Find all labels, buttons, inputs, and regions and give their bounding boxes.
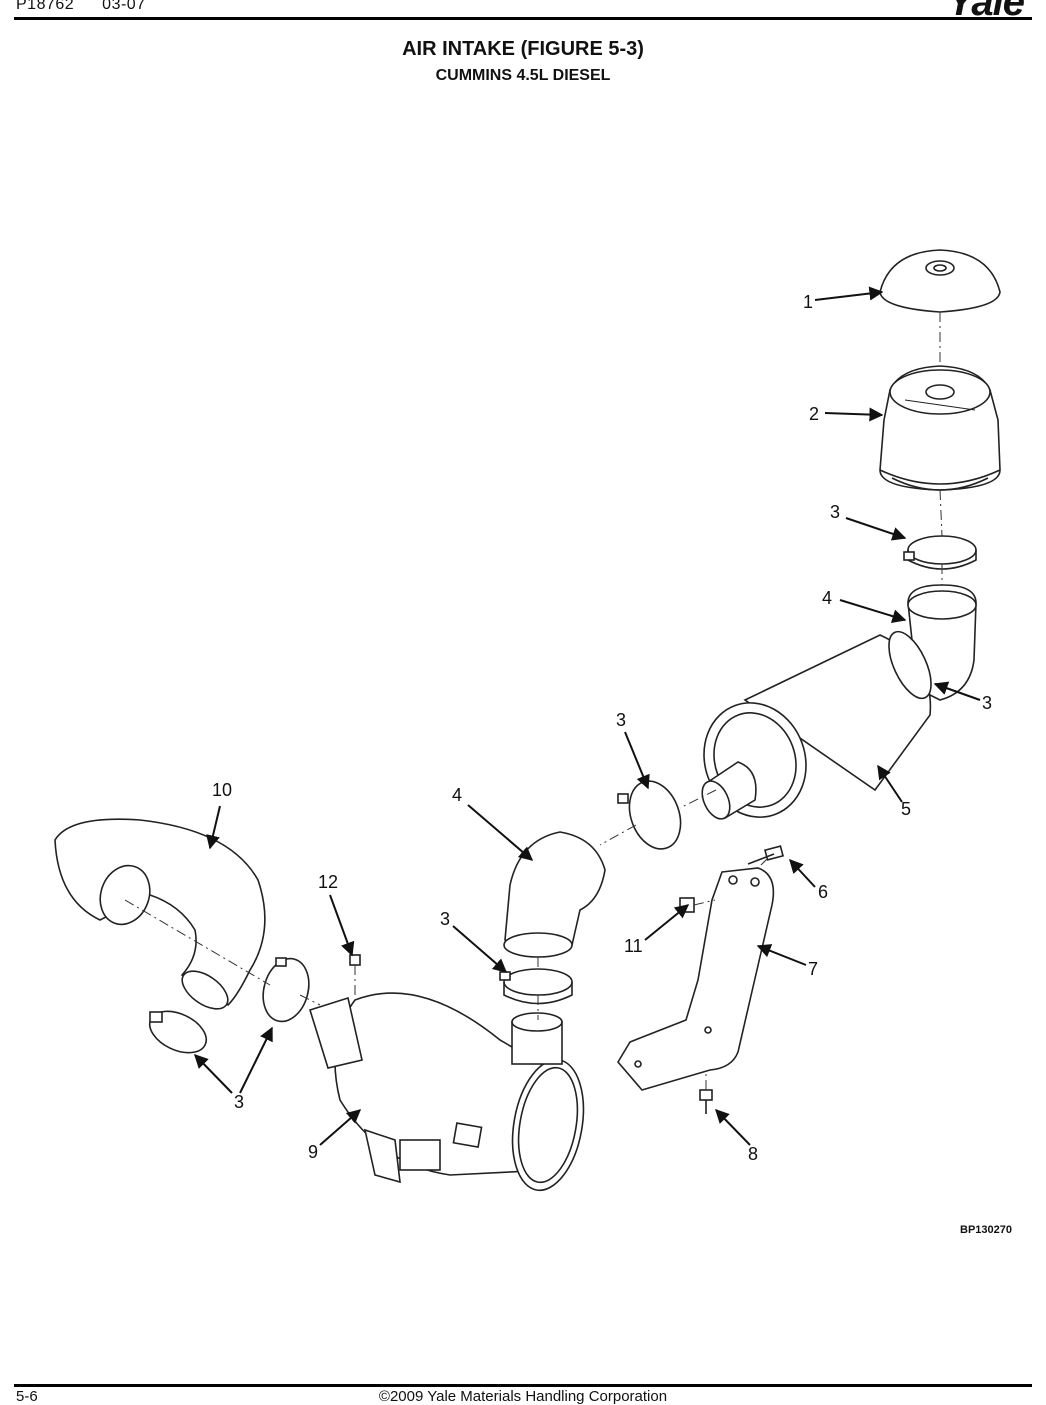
part-clamp-lower: [499, 968, 573, 1005]
part-air-cleaner: [309, 992, 585, 1192]
header-doc-info: P18762 03-07: [16, 0, 146, 14]
callout-3: 3: [616, 710, 626, 730]
callout-11: 11: [624, 936, 643, 956]
part-clamp-middle: [617, 780, 682, 850]
doc-number: P18762: [16, 0, 75, 13]
part-clamp-left: [148, 957, 310, 1054]
callout-3: 3: [982, 693, 992, 713]
header-rule: [14, 17, 1032, 20]
page-subtitle: CUMMINS 4.5L DIESEL: [435, 67, 611, 84]
figure-reference: BP130270: [960, 1224, 1012, 1236]
callout-3: 3: [440, 909, 450, 929]
part-elbow-lower: [503, 831, 606, 958]
callout-10: 10: [212, 780, 232, 800]
part-intake-hose: [54, 818, 266, 1010]
part-bracket: [617, 867, 775, 1091]
callout-7: 7: [808, 959, 818, 979]
doc-date: 03-07: [102, 0, 146, 13]
copyright: ©2009 Yale Materials Handling Corporatio…: [378, 1388, 668, 1405]
callout-3: 3: [234, 1092, 244, 1112]
part-precleaner: [879, 365, 1001, 491]
leader-arrows: [194, 286, 981, 1146]
brand-logo: Yale: [947, 0, 1025, 24]
callout-5: 5: [901, 799, 911, 819]
callout-2: 2: [809, 404, 819, 424]
callout-1: 1: [803, 292, 813, 312]
part-canister: [701, 630, 932, 820]
callout-6: 6: [818, 882, 828, 902]
center-lines: [124, 312, 943, 1090]
callout-4: 4: [822, 588, 832, 608]
callout-9: 9: [308, 1142, 318, 1162]
callout-3: 3: [830, 502, 840, 522]
callout-4: 4: [452, 785, 462, 805]
callout-8: 8: [748, 1144, 758, 1164]
callout-12: 12: [318, 872, 338, 892]
part-clamp-upper: [903, 535, 977, 570]
footer-rule: [14, 1384, 1032, 1387]
part-cover: [879, 249, 1001, 313]
page-title: AIR INTAKE (FIGURE 5-3): [402, 38, 644, 60]
callouts: 1 2 3 4 3 3 5 10 4 6 12 3 11 7 3 9 8: [212, 292, 992, 1164]
